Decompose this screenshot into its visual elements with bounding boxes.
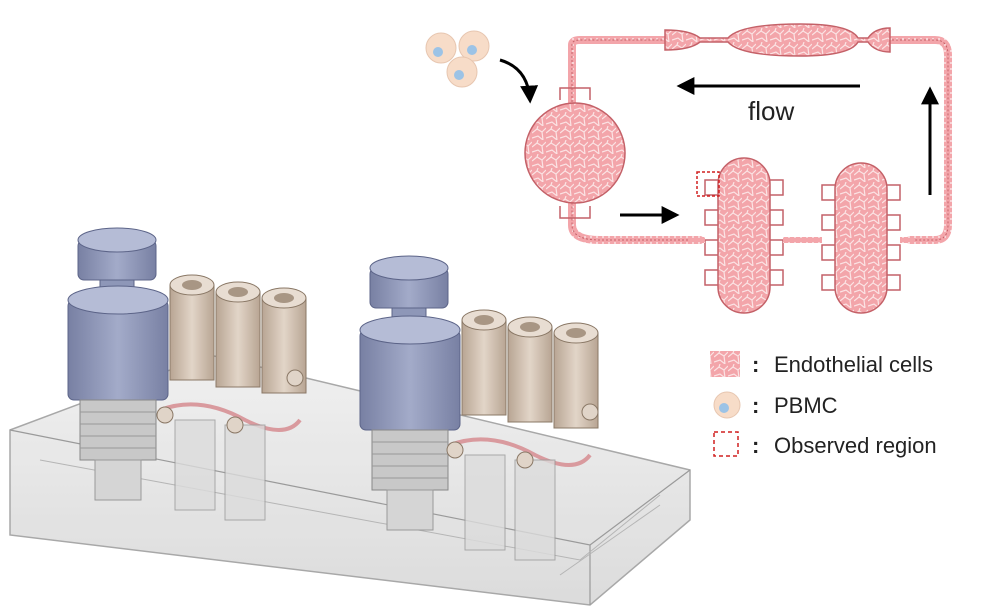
microfluidic-circuit: flow (425, 23, 952, 314)
pbmc-chamber (524, 102, 626, 204)
legend-label-pbmc: PBMC (774, 393, 838, 418)
legend-separator-3: : (752, 433, 759, 458)
flow-label: flow (748, 96, 794, 126)
top-chamber (664, 23, 891, 57)
pbmc-cluster (425, 30, 490, 88)
legend-separator-1: : (752, 352, 759, 377)
legend: : Endothelial cells : PBMC : Observed re… (710, 351, 937, 458)
legend-separator-2: : (752, 393, 759, 418)
pbmc-icon (713, 391, 741, 419)
observed-region-icon (713, 431, 739, 457)
endothelial-chamber-left (717, 157, 771, 314)
reservoir-cylinders-left (156, 274, 307, 521)
device-illustration (9, 227, 691, 606)
inlet-curved-arrow (499, 58, 539, 104)
endothelial-chamber-right (834, 162, 888, 314)
legend-label-observed: Observed region (774, 433, 937, 458)
pump-cap-left (67, 227, 169, 501)
legend-label-endothelial: Endothelial cells (774, 352, 933, 377)
reservoir-cylinders-right (446, 309, 599, 561)
endothelial-cells-icon (710, 351, 740, 377)
observed-region-marker (696, 171, 720, 197)
pump-cap-right (359, 255, 461, 531)
